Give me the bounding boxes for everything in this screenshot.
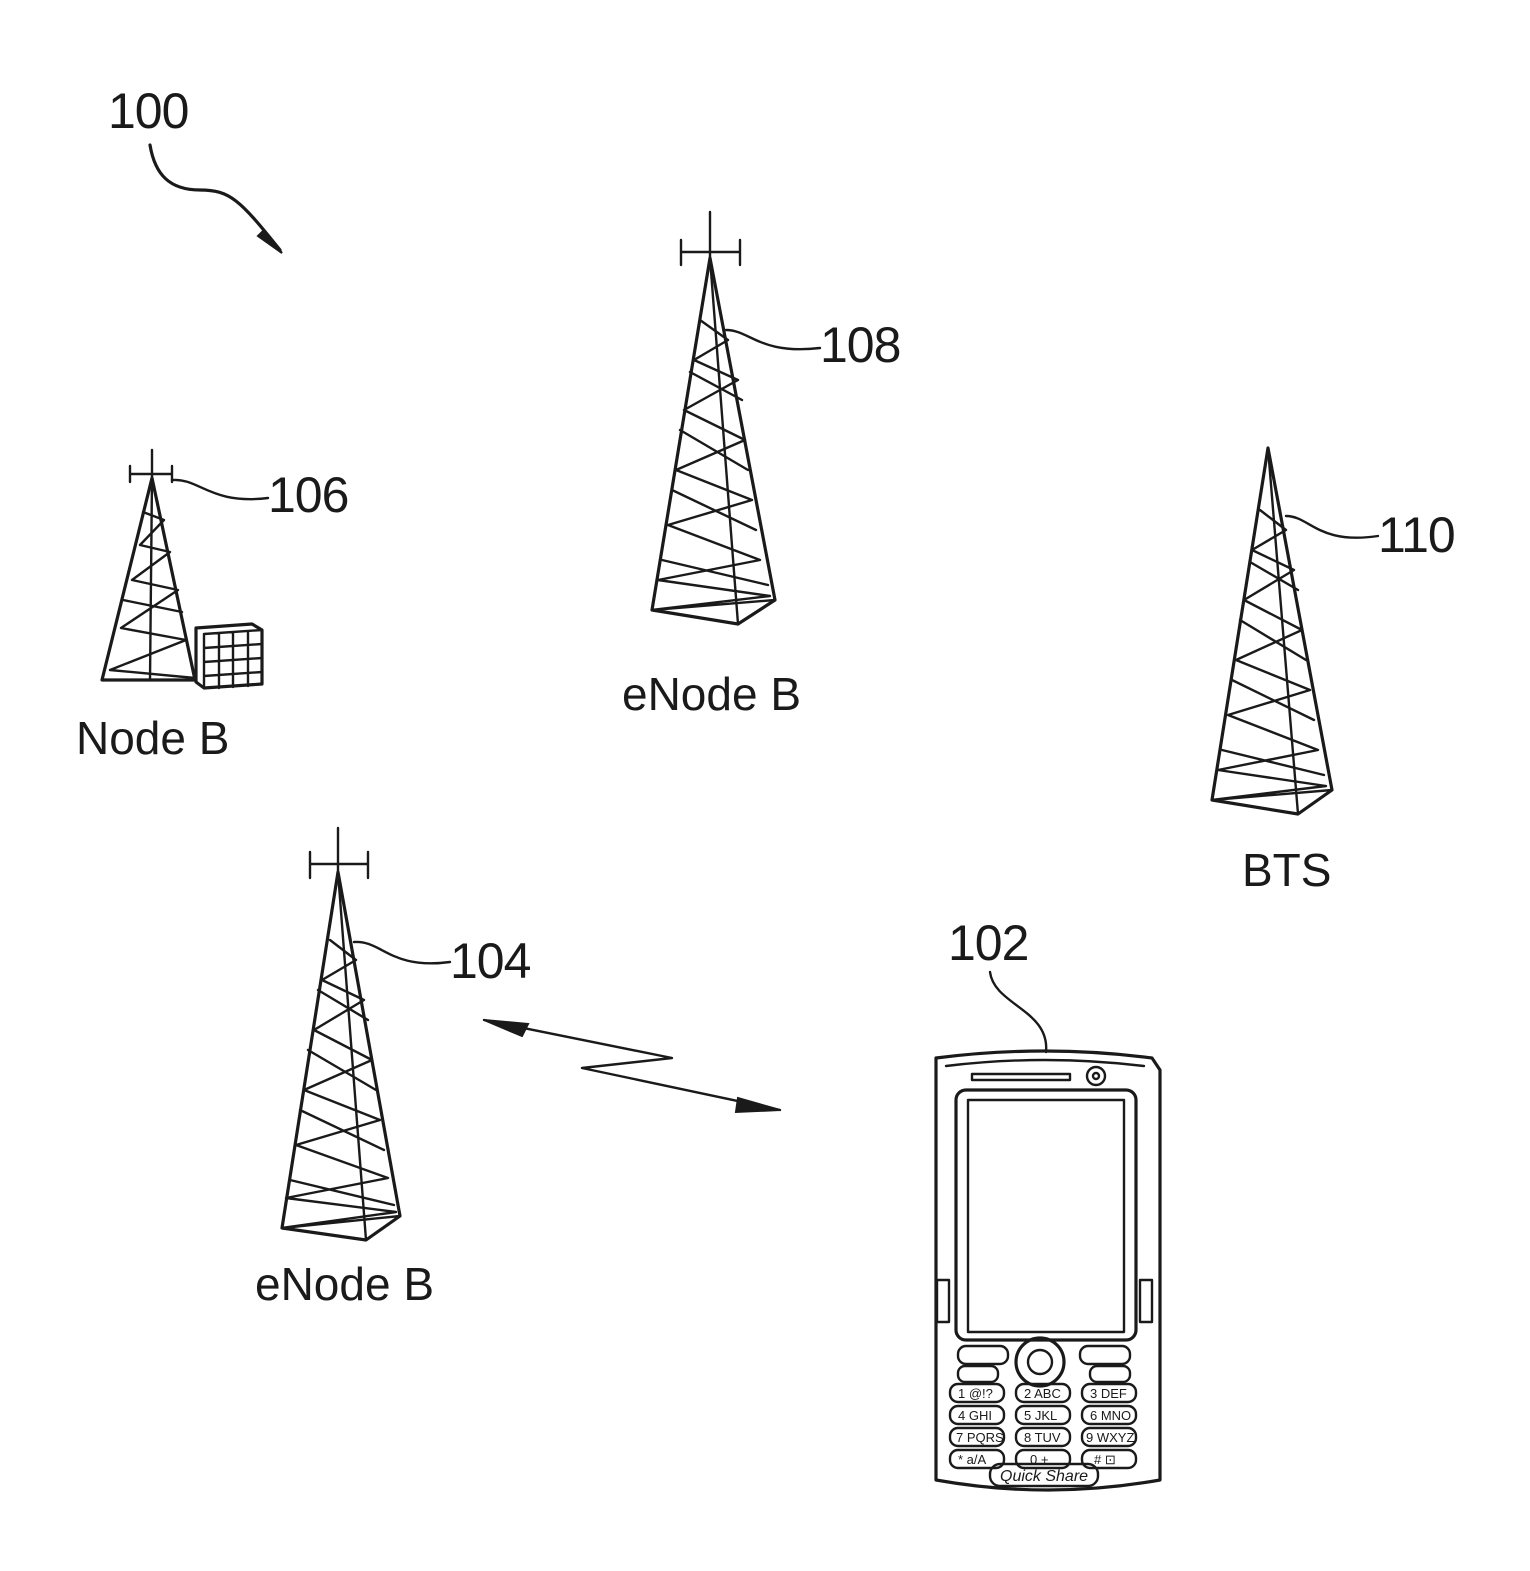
key-label: 1 @!? [958,1386,993,1401]
side-button-left [937,1280,949,1322]
key-label: 8 TUV [1024,1430,1061,1445]
end-key [1090,1366,1130,1382]
wireless-link-bolt [484,1020,780,1110]
key-label: 5 JKL [1024,1408,1057,1423]
phone-screen [968,1100,1124,1332]
tower-type-label: eNode B [622,668,801,720]
soft-key-left [958,1346,1008,1364]
speaker-icon [972,1074,1070,1080]
tower-icon [102,478,195,680]
ref-leader [1286,516,1378,538]
tower-type-label: eNode B [255,1258,434,1310]
device-ref-leader [990,972,1046,1052]
figure-ref-label: 100 [108,83,188,139]
figure-ref-arrowhead [258,230,282,253]
ref-leader [354,942,450,963]
tower-node-b: 106 Node B [76,450,348,764]
tower-ref-label: 110 [1378,507,1455,563]
link-arrowhead-device [736,1098,780,1112]
mobile-device: 102 1 @!? 2 ABC 3 DEF 4 GH [936,915,1160,1490]
ref-leader [172,480,268,499]
tower-bts: 110 BTS [1212,448,1455,896]
tower-ref-label: 108 [820,317,900,373]
tower-type-label: Node B [76,712,229,764]
side-button-right [1140,1280,1152,1322]
equipment-cabinet-icon [196,624,262,688]
phone-screen-bezel [956,1090,1136,1340]
tower-ref-label: 104 [450,933,531,989]
call-key [958,1366,998,1382]
key-label: 4 GHI [958,1408,992,1423]
key-label: 2 ABC [1024,1386,1061,1401]
tower-enode-b-bottom: 104 eNode B [255,828,531,1310]
device-ref-label: 102 [948,915,1028,971]
key-label: 6 MNO [1090,1408,1131,1423]
camera-icon [1087,1067,1105,1085]
nav-pad-icon [1016,1338,1064,1386]
key-label: 9 WXYZ [1086,1430,1134,1445]
key-label: 7 PQRS [956,1430,1004,1445]
figure-reference: 100 [108,83,282,253]
ref-leader [726,330,820,349]
tower-ref-label: 106 [268,467,348,523]
keypad: 1 @!? 2 ABC 3 DEF 4 GHI 5 JKL 6 MNO 7 PQ… [950,1384,1136,1468]
key-label: # ⊡ [1094,1452,1116,1467]
link-arrowhead-tower [484,1020,528,1036]
tower-type-label: BTS [1242,844,1331,896]
key-label: * a/A [958,1452,987,1467]
wireless-link [484,1020,780,1112]
key-label: 3 DEF [1090,1386,1127,1401]
quick-share-label: Quick Share [1000,1468,1088,1485]
soft-key-right [1080,1346,1130,1364]
tower-enode-b-top: 108 eNode B [622,212,900,720]
